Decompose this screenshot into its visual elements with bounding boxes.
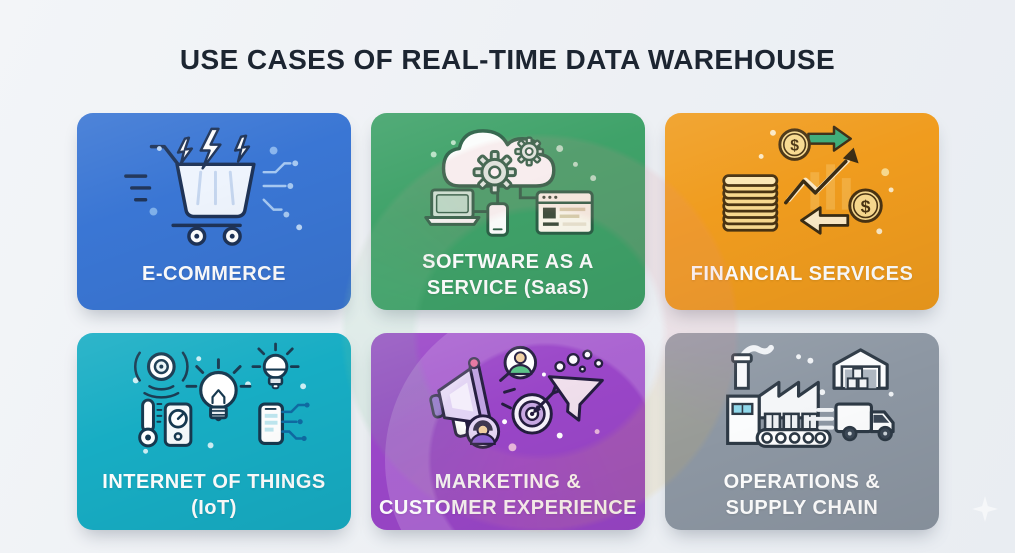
- card-ecommerce: E-COMMERCE: [77, 113, 351, 310]
- iot-devices-icon: [112, 333, 317, 469]
- cloud-gears-icon: [406, 113, 611, 249]
- card-marketing: MARKETING & CUSTOMER EXPERIENCE: [371, 333, 645, 530]
- factory-logistics-icon: [700, 333, 905, 469]
- sparkle-icon: [972, 496, 998, 522]
- marketing-funnel-target-icon: [406, 333, 611, 469]
- page-title: USE CASES OF REAL-TIME DATA WAREHOUSE: [179, 44, 836, 75]
- svg-text:$: $: [860, 197, 870, 217]
- card-operations: OPERATIONS & SUPPLY CHAIN: [665, 333, 939, 530]
- card-label-ecommerce: E-COMMERCE: [142, 262, 286, 285]
- card-saas: SOFTWARE AS A SERVICE (SaaS): [371, 113, 645, 310]
- svg-text:$: $: [790, 138, 799, 155]
- use-case-card-grid: E-COMMERCE: [77, 113, 939, 530]
- card-label-marketing: MARKETING & CUSTOMER EXPERIENCE: [378, 471, 638, 519]
- finance-coins-chart-icon: $ $: [700, 113, 905, 249]
- card-financial-services: $ $ FINANCIAL SERVICES: [665, 113, 939, 310]
- card-label-financial: FINANCIAL SERVICES: [690, 262, 914, 285]
- card-iot: INTERNET OF THINGS (IoT): [77, 333, 351, 530]
- card-label-saas: SOFTWARE AS A SERVICE (SaaS): [422, 251, 594, 299]
- shopping-cart-icon: [112, 113, 317, 249]
- card-label-operations: OPERATIONS & SUPPLY CHAIN: [723, 471, 881, 519]
- card-label-iot: INTERNET OF THINGS (IoT): [102, 471, 326, 519]
